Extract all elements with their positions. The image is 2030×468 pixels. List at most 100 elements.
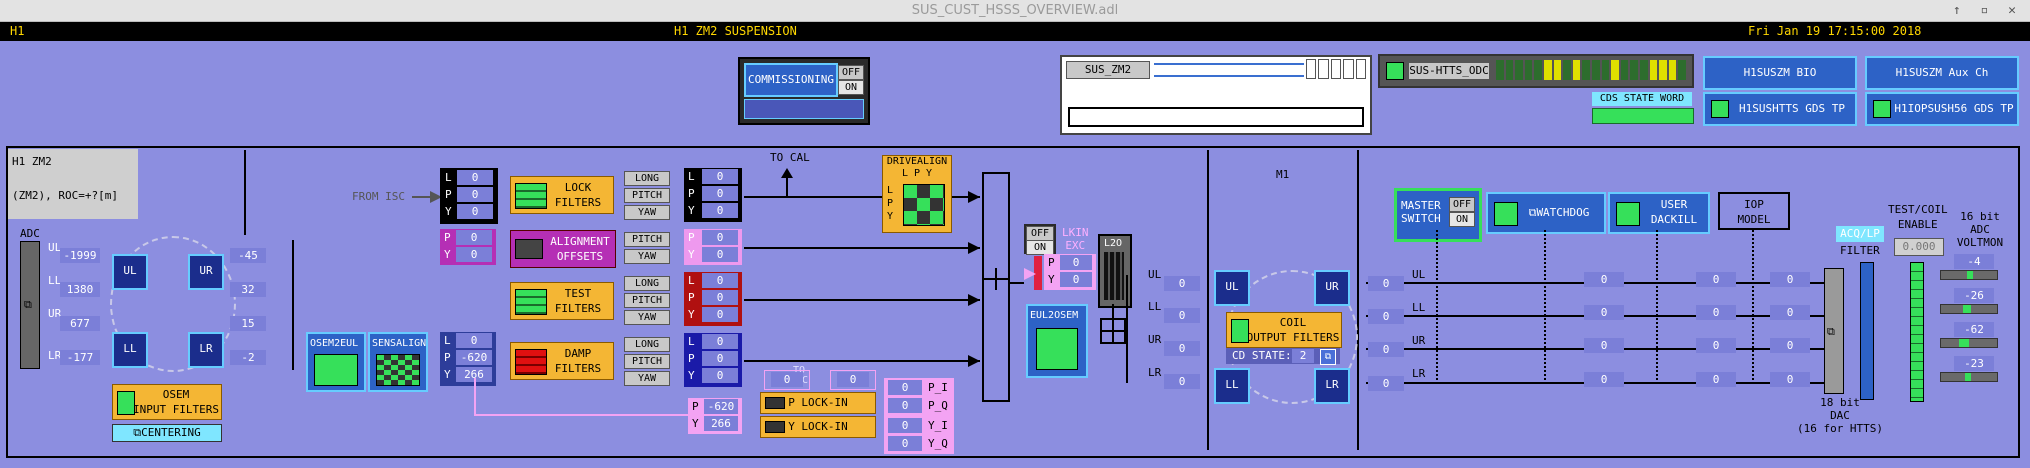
out-ch-ul: UL <box>1412 268 1426 281</box>
lkin-y-value: 0 <box>1060 272 1092 287</box>
test-pitch[interactable]: PITCH <box>624 293 670 308</box>
centering-button[interactable]: ⧉CENTERING <box>112 424 222 442</box>
lock-pitch[interactable]: PITCH <box>624 188 670 203</box>
out-c2-ul: 0 <box>1584 272 1624 287</box>
lock-out-value-y: 0 <box>702 203 738 218</box>
lock-long[interactable]: LONG <box>624 171 670 186</box>
eul2osem-block[interactable]: EUL2OSEM <box>1026 304 1088 378</box>
adc-label: ADC <box>20 227 40 240</box>
y-lockin-icon <box>765 421 785 433</box>
out-c3-ur: 0 <box>1696 338 1736 353</box>
from-isc-line <box>412 196 436 198</box>
osem-ul[interactable]: UL <box>112 254 148 290</box>
voltmon-ul-value: -4 <box>1954 254 1994 269</box>
voltmon-ur-bar <box>1940 338 1998 348</box>
htts-gds-label: H1SUSHTTS GDS TP <box>1739 102 1845 115</box>
eul2osem-label: EUL2OSEM <box>1030 310 1079 321</box>
test-long[interactable]: LONG <box>624 276 670 291</box>
optic-name: H1 ZM2 <box>12 155 52 168</box>
commissioning-on[interactable]: ON <box>838 80 864 95</box>
lockin-out-pi-value: 0 <box>888 380 922 395</box>
l2o-label: L2O <box>1104 238 1123 249</box>
test-yaw[interactable]: YAW <box>624 310 670 325</box>
damp-arrow <box>968 355 980 367</box>
damp-out-y: Y <box>688 369 695 382</box>
osem2eul-block[interactable]: OSEM2EUL <box>306 332 366 392</box>
m1-bus-line <box>1126 275 1128 383</box>
voltmon-lr-bar <box>1940 372 1998 382</box>
aux-channels-button[interactable]: H1SUSZM Aux Ch <box>1865 56 2019 90</box>
lkin-off[interactable]: OFF <box>1026 226 1054 241</box>
lockin-out-yi-label: Y_I <box>928 419 948 432</box>
out-c2-lr: 0 <box>1584 372 1624 387</box>
adc-value-ur: 677 <box>60 316 100 331</box>
damp-out-l: L <box>688 335 695 348</box>
test-filters-icon <box>515 289 547 315</box>
align-yaw[interactable]: YAW <box>624 249 670 264</box>
align-in-value-p: 0 <box>456 230 492 245</box>
osem-filter-led <box>117 391 135 415</box>
lockin-p-value: -620 <box>704 399 738 414</box>
master-on[interactable]: ON <box>1449 212 1475 227</box>
sus-zm2-button[interactable]: SUS_ZM2 <box>1066 61 1150 79</box>
m1-value-ul: 0 <box>1164 276 1200 291</box>
dac-block[interactable]: ⧉ <box>1824 268 1844 394</box>
lkin-exc-line1: LKIN <box>1062 226 1089 239</box>
out-c4-ll: 0 <box>1770 305 1810 320</box>
align-out-p: P <box>688 231 695 244</box>
htts-gds-tp-button[interactable]: H1SUSHTTS GDS TP <box>1703 92 1857 126</box>
bio-button[interactable]: H1SUSZM BIO <box>1703 56 1857 90</box>
lkin-on[interactable]: ON <box>1026 240 1054 255</box>
dackill-line1: USER <box>1660 198 1688 211</box>
m1-coil-lr[interactable]: LR <box>1314 368 1350 404</box>
window-controls[interactable]: ↑ ▫ ✕ <box>1952 3 2022 18</box>
p-lockin-button[interactable]: P LOCK-IN <box>760 392 876 414</box>
cd-state-icon[interactable]: ⧉ <box>1320 349 1336 365</box>
master-drop-line <box>1436 230 1440 384</box>
commissioning-panel: COMMISSIONING OFF ON <box>738 57 870 125</box>
commissioning-button[interactable]: COMMISSIONING <box>744 63 838 97</box>
damp-long[interactable]: LONG <box>624 337 670 352</box>
damp-pitch[interactable]: PITCH <box>624 354 670 369</box>
test-coil-value[interactable]: 0.000 <box>1894 238 1944 256</box>
htts-odc-button[interactable]: SUS-HTTS_ODC <box>1408 62 1490 80</box>
lockin-exc-val-1: 0 <box>771 372 803 387</box>
osem-ur[interactable]: UR <box>188 254 224 290</box>
sensalign-block[interactable]: SENSALIGN <box>368 332 428 392</box>
y-lockin-button[interactable]: Y LOCK-IN <box>760 416 876 438</box>
align-pitch[interactable]: PITCH <box>624 232 670 247</box>
lock-yaw[interactable]: YAW <box>624 205 670 220</box>
sensalign-matrix <box>376 354 420 386</box>
m1-coil-ur[interactable]: UR <box>1314 270 1350 306</box>
acq-lp-toggle[interactable]: ACQ/LP <box>1836 226 1884 242</box>
header-left: H1 <box>10 24 25 38</box>
commissioning-off[interactable]: OFF <box>838 65 864 80</box>
m1-coil-ul[interactable]: UL <box>1214 270 1250 306</box>
watchdog-button[interactable]: ⧉WATCHDOG <box>1486 192 1606 234</box>
master-off[interactable]: OFF <box>1449 197 1475 212</box>
osem-layout-circle <box>110 236 236 372</box>
m1-value-lr: 0 <box>1164 374 1200 389</box>
osem-lr[interactable]: LR <box>188 332 224 368</box>
m1-coil-ll[interactable]: LL <box>1214 368 1250 404</box>
osem-ll[interactable]: LL <box>112 332 148 368</box>
out-c4-ul: 0 <box>1770 272 1810 287</box>
lkin-exc-arrow <box>1024 268 1036 280</box>
align-in-value-y: 0 <box>456 247 492 262</box>
drivealign-axes: L P Y <box>901 168 933 179</box>
lockin-out-pi-label: P_I <box>928 381 948 394</box>
iop-gds-tp-button[interactable]: H1IOPSUSH56 GDS TP <box>1865 92 2019 126</box>
damp-yaw[interactable]: YAW <box>624 371 670 386</box>
lkin-onoff: OFF ON <box>1024 224 1056 255</box>
lock-filters-line1: LOCK <box>564 181 592 194</box>
